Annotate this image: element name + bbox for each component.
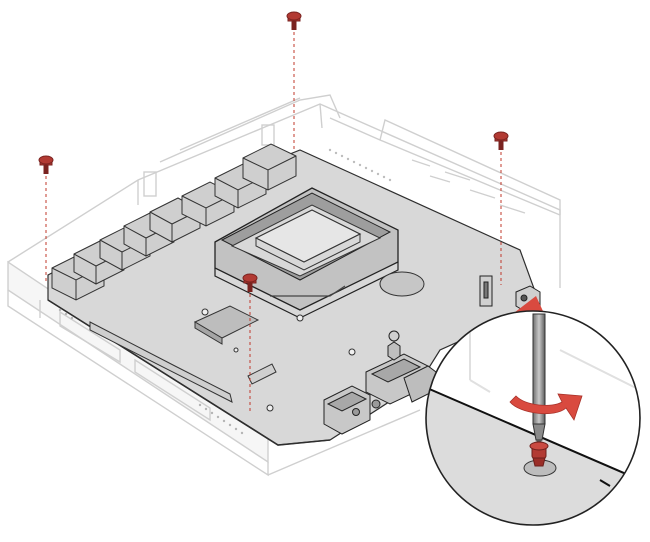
screw-leader-lines	[45, 32, 502, 412]
component-blocks	[51, 143, 297, 301]
rotation-arrow	[509, 393, 583, 421]
cpu-socket	[214, 187, 399, 319]
magnified-callout	[425, 310, 641, 526]
callout-screw-icon	[529, 441, 549, 467]
screwdriver	[532, 313, 546, 448]
screw-center-icon	[242, 273, 258, 292]
screws	[38, 11, 509, 292]
board-components	[89, 271, 425, 412]
screw-left-icon	[38, 155, 54, 174]
screw-top-icon	[286, 11, 302, 30]
screw-right-icon	[493, 131, 509, 150]
